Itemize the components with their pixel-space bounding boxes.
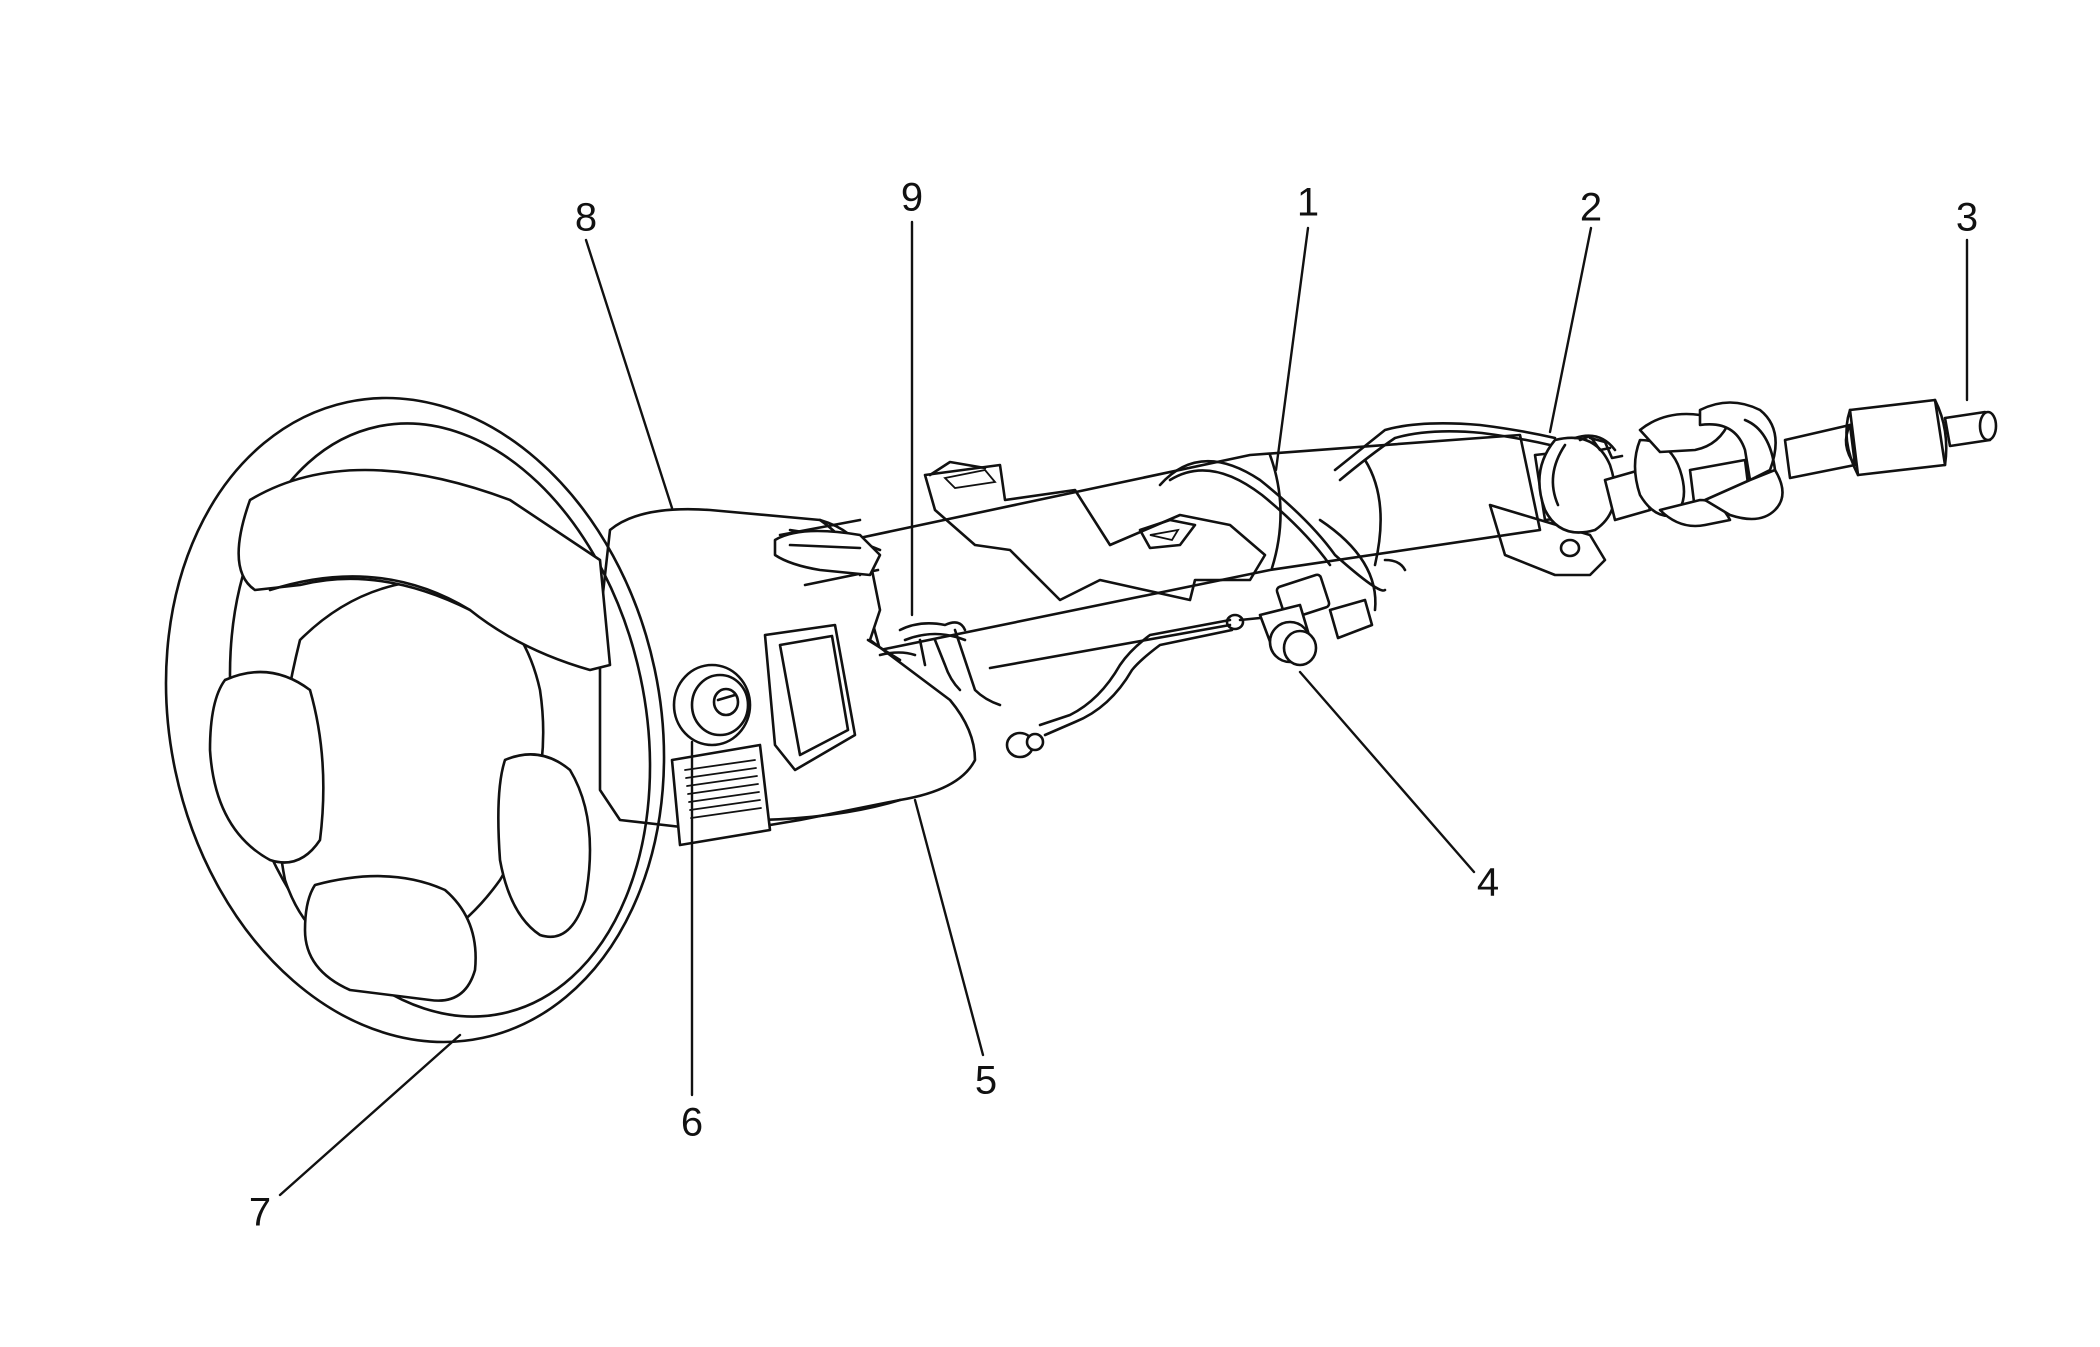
callout-2: 2 [1580,186,1602,230]
instrument-window [763,623,857,772]
callout-3: 3 [1956,196,1978,240]
shift-cable [988,618,1234,759]
callout-4: 4 [1477,861,1499,905]
lower-shaft-sleeve [1783,398,1998,480]
callout-9: 9 [901,176,923,220]
leader-1 [1274,226,1310,472]
leader-2 [1548,226,1593,434]
leader-5 [913,798,985,1057]
leader-4 [1298,670,1476,874]
upper-shaft-bearing-collar [1538,434,1624,534]
callout-6: 6 [681,1101,703,1145]
turn-signal-wiring [878,621,1002,707]
vent-grille [670,743,772,847]
steering-wheel [164,396,666,1044]
callout-8: 8 [575,196,597,240]
callout-7: 7 [249,1191,271,1235]
callout-leaders [278,220,1969,1197]
leader-7 [278,1033,462,1197]
ignition-lock-cylinder [672,663,752,747]
leader-8 [584,238,674,510]
upper-shroud [773,529,882,577]
callout-labels: 1 2 3 4 5 6 7 8 9 [249,176,1978,1235]
intermediate-shaft-u-joint [1603,401,1784,528]
callout-1: 1 [1297,181,1319,225]
ignition-switch [1225,573,1374,667]
callout-5: 5 [975,1059,997,1103]
wiring-harness [1158,422,1557,612]
